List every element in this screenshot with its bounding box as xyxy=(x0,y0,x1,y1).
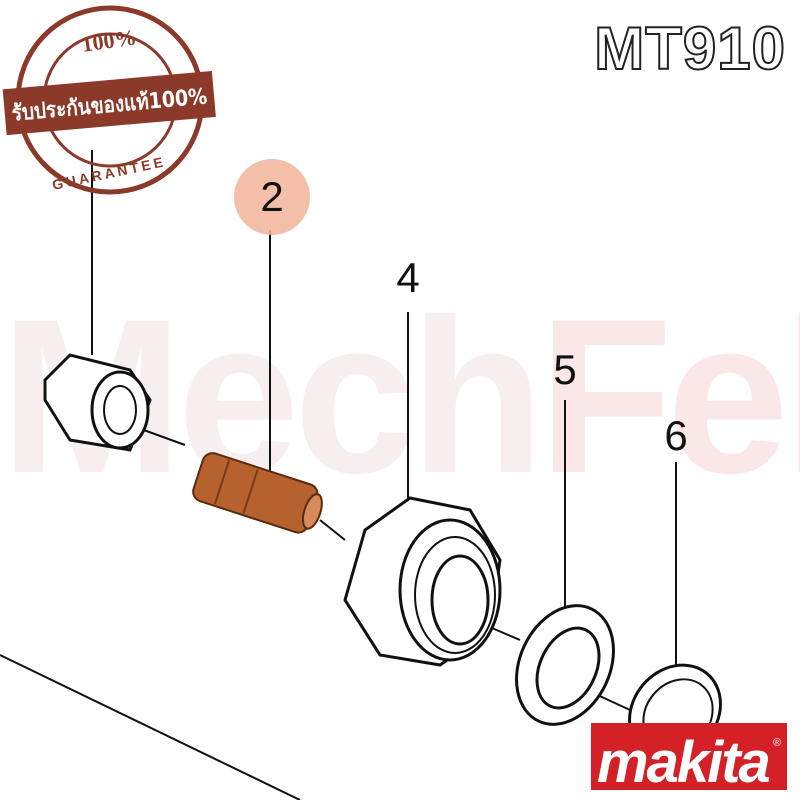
part-hex-nut xyxy=(343,496,502,667)
callout-2: 2 xyxy=(260,173,284,220)
callout-6: 6 xyxy=(664,412,688,459)
housing-edge xyxy=(0,654,301,800)
callout-highlight xyxy=(234,159,310,235)
svg-text:100%: 100% xyxy=(80,24,138,56)
part-collet xyxy=(192,452,323,534)
makita-logo: makita ® xyxy=(591,723,787,795)
brand-name: makita xyxy=(597,730,771,795)
model-number: MT910 xyxy=(593,14,786,83)
callout-5: 5 xyxy=(553,346,577,393)
guarantee-stamp: 100% GUARANTEE รับประกันของแท้100% xyxy=(2,5,216,195)
part-nut xyxy=(43,353,152,452)
watermark-part2: Fellow xyxy=(538,273,800,519)
part-washer-5 xyxy=(515,604,615,726)
registered-mark: ® xyxy=(772,737,781,749)
callout-4: 4 xyxy=(396,254,420,301)
svg-text:GUARANTEE: GUARANTEE xyxy=(51,153,167,193)
